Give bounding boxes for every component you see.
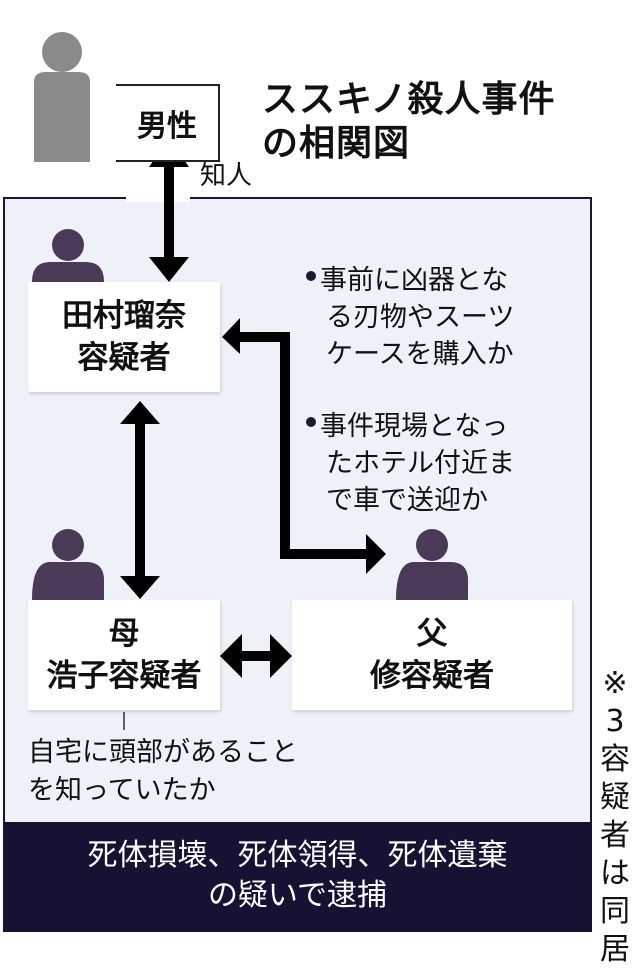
charges-line-2: の疑いで逮捕: [207, 878, 388, 913]
tamura-name: 田村瑠奈: [62, 298, 186, 334]
cohabitation-side-note: ※ 3 容 疑 者 は 同 居: [598, 665, 632, 969]
mother-card: 母 浩子容疑者: [28, 600, 220, 710]
mother-note: 自宅に頭部があること を知っていたか: [28, 734, 298, 810]
note-line: 事件現場となっ: [320, 411, 509, 442]
male-label: 男性: [137, 109, 197, 144]
side-note-char: 疑: [600, 780, 630, 815]
arrow-mother-father: [220, 634, 292, 678]
side-note-char: 者: [600, 818, 630, 853]
diagram-title: ススキノ殺人事件 の相関図: [262, 78, 555, 166]
side-note-char: 同: [600, 894, 630, 929]
side-note-char: 容: [600, 742, 630, 777]
mother-name: 浩子容疑者: [46, 658, 202, 694]
title-line-1: ススキノ殺人事件: [262, 79, 556, 120]
side-note-char: 居: [600, 932, 630, 967]
note-line: ケースを購入か: [326, 339, 514, 370]
side-note-char: ※: [602, 666, 628, 701]
arrest-charges-banner: 死体損壊、死体領得、死体遺棄 の疑いで逮捕: [3, 822, 592, 932]
side-note-char: 3: [605, 704, 625, 739]
male-person-icon: [34, 32, 90, 162]
father-card: 父 修容疑者: [292, 600, 572, 710]
note-line: たホテル付近ま: [326, 448, 515, 479]
arrow-tamura-mother: [120, 401, 160, 599]
note-line: で車で送迎か: [326, 485, 488, 516]
side-note-char: は: [600, 856, 630, 891]
note-line: 事前に凶器とな: [320, 265, 509, 296]
bullet-icon: [306, 416, 316, 427]
bullet-icon: [306, 270, 316, 281]
note-line: る刃物やスーツ: [326, 302, 515, 333]
father-note-2: 事件現場となっ たホテル付近ま で車で送迎か: [306, 408, 515, 519]
tamura-role: 容疑者: [77, 340, 171, 376]
father-relation: 父: [416, 616, 448, 652]
charges-line-1: 死体損壊、死体領得、死体遺棄: [87, 838, 508, 873]
relation-acquaintance-label: 知人: [200, 161, 253, 191]
note-line: を知っていたか: [28, 775, 216, 806]
male-label-box: 男性: [116, 84, 220, 162]
father-person-icon: [396, 529, 468, 600]
mother-person-icon: [32, 529, 104, 600]
arrow-tamura-father: [222, 318, 386, 574]
father-note-1: 事前に凶器とな る刃物やスーツ ケースを購入か: [306, 262, 514, 373]
mother-relation: 母: [108, 616, 140, 652]
title-line-2: の相関図: [262, 123, 411, 164]
tamura-card: 田村瑠奈 容疑者: [28, 282, 220, 392]
tamura-person-icon: [32, 229, 104, 282]
note-line: 自宅に頭部があること: [28, 737, 298, 768]
father-name: 修容疑者: [370, 658, 494, 694]
